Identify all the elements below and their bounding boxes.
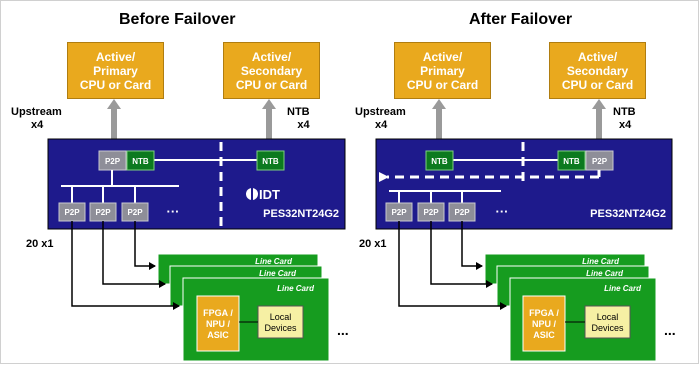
before-internal-bus xyxy=(61,170,179,204)
svg-text:ASIC: ASIC xyxy=(207,330,229,340)
after-ntb-left xyxy=(425,150,454,171)
after-more-cards: ... xyxy=(664,322,676,338)
after-p2p-upstream-label: P2P xyxy=(592,157,608,166)
svg-text:ASIC: ASIC xyxy=(533,330,555,340)
svg-text:Line Card: Line Card xyxy=(277,284,315,293)
after-line-card-front: Line Card FPGA / NPU / ASIC Local Device… xyxy=(509,277,657,362)
after-local-devices xyxy=(584,305,631,339)
before-switch-ellipsis: ··· xyxy=(167,204,180,219)
svg-text:Devices: Devices xyxy=(264,323,297,333)
svg-text:Line Card: Line Card xyxy=(255,257,293,266)
before-p2p-upstream-label: P2P xyxy=(105,157,121,166)
before-p2p-down-1-label: P2P xyxy=(64,208,80,217)
before-ntb-right-label: NTB xyxy=(262,157,279,166)
after-switch-ellipsis: ··· xyxy=(496,204,509,219)
svg-text:Line Card: Line Card xyxy=(586,269,624,278)
before-part-number: PES32NT24G2 xyxy=(263,208,339,220)
svg-text:Devices: Devices xyxy=(591,323,624,333)
before-ntb-left xyxy=(126,150,155,171)
before-local-devices xyxy=(257,305,304,339)
before-lanes-label: 20 x1 xyxy=(26,238,54,250)
before-ntb-left-label: NTB xyxy=(132,157,149,166)
after-title: After Failover xyxy=(469,11,573,28)
before-downstream-links xyxy=(71,221,180,310)
after-downstream-links xyxy=(398,221,507,310)
after-ntb-right-label: NTB xyxy=(563,157,580,166)
before-line-card-front: Line Card FPGA / NPU / ASIC Local Device… xyxy=(182,277,330,362)
after-ntb-right xyxy=(557,150,586,171)
idt-logo: IDT xyxy=(246,187,280,202)
after-lanes-label: 20 x1 xyxy=(359,238,387,250)
svg-text:Line Card: Line Card xyxy=(582,257,620,266)
after-p2p-down-3-label: P2P xyxy=(454,208,470,217)
after-failover-path xyxy=(379,170,601,182)
before-fpga-block xyxy=(196,295,240,352)
after-p2p-down-2-label: P2P xyxy=(423,208,439,217)
svg-text:Line Card: Line Card xyxy=(604,284,642,293)
after-ntb-left-label: NTB xyxy=(431,157,448,166)
before-title: Before Failover xyxy=(119,11,236,28)
before-p2p-down-2-label: P2P xyxy=(95,208,111,217)
svg-text:FPGA /: FPGA / xyxy=(529,308,559,318)
after-p2p-down-1-label: P2P xyxy=(391,208,407,217)
before-ntb-right xyxy=(256,150,285,171)
before-p2p-down-3-label: P2P xyxy=(127,208,143,217)
svg-text:Local: Local xyxy=(597,312,619,322)
after-internal-bus xyxy=(389,190,501,204)
svg-text:Line Card: Line Card xyxy=(259,269,297,278)
svg-text:NPU /: NPU / xyxy=(206,319,231,329)
before-more-cards: ... xyxy=(337,322,349,338)
idt-logo-text: IDT xyxy=(259,187,280,202)
after-fpga-block xyxy=(522,295,566,352)
after-part-number: PES32NT24G2 xyxy=(590,208,666,220)
svg-text:FPGA /: FPGA / xyxy=(203,308,233,318)
svg-text:Local: Local xyxy=(270,312,292,322)
svg-text:NPU /: NPU / xyxy=(532,319,557,329)
